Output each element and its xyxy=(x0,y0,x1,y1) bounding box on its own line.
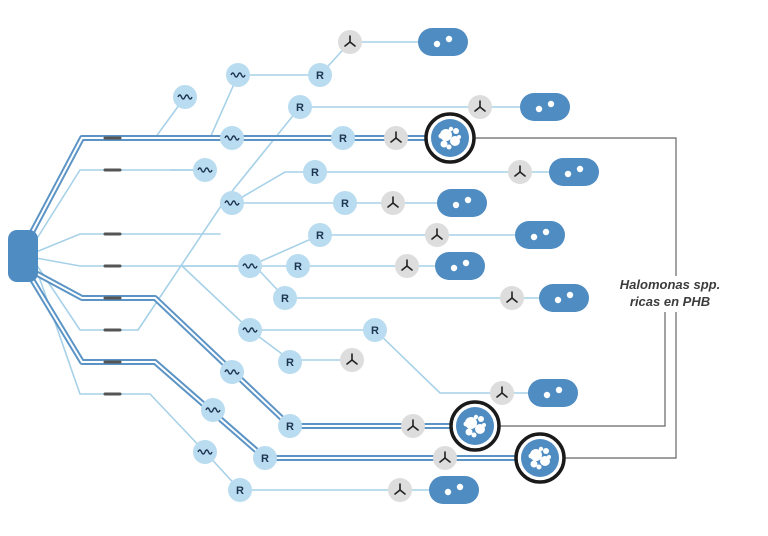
lineage-lines-highlighted xyxy=(27,135,523,461)
branch-y-icon xyxy=(508,160,532,184)
regulator-label: R xyxy=(339,133,347,145)
regulator-node: R xyxy=(308,63,332,87)
branch-markers xyxy=(103,136,122,396)
bacterium-cell-icon xyxy=(429,476,479,504)
branch-y-icon xyxy=(433,446,457,470)
branch-nodes xyxy=(338,30,532,502)
annotation-connectors xyxy=(474,137,677,459)
regulator-label: R xyxy=(371,325,379,337)
regulator-label: R xyxy=(286,421,294,433)
sine-wave-icon xyxy=(193,440,217,464)
cell-nodes xyxy=(418,28,599,504)
sine-wave-icon xyxy=(238,318,262,342)
regulator-label: R xyxy=(341,198,349,210)
regulator-label: R xyxy=(316,230,324,242)
branch-y-icon xyxy=(490,381,514,405)
regulator-node: R xyxy=(278,414,302,438)
bacterium-cell-icon xyxy=(539,284,589,312)
branch-y-icon xyxy=(401,414,425,438)
regulator-label: R xyxy=(236,485,244,497)
phb-granule-cell-icon xyxy=(424,112,476,164)
bacterium-cell-icon xyxy=(528,379,578,407)
sine-wave-icon xyxy=(220,126,244,150)
regulator-label: R xyxy=(311,167,319,179)
regulator-label: R xyxy=(296,102,304,114)
branch-y-icon xyxy=(338,30,362,54)
phb-granule-cell-icon xyxy=(514,432,566,484)
bacterium-cell-icon xyxy=(435,252,485,280)
regulator-label: R xyxy=(281,293,289,305)
sine-wave-icon xyxy=(226,63,250,87)
regulator-node: R xyxy=(363,318,387,342)
sine-wave-icon xyxy=(173,85,197,109)
regulator-node: R xyxy=(253,446,277,470)
branch-y-icon xyxy=(395,254,419,278)
annotation-line-1: Halomonas spp. xyxy=(619,277,721,292)
branch-y-icon xyxy=(340,348,364,372)
bacterium-cell-icon xyxy=(418,28,468,56)
bacterium-cell-icon xyxy=(520,93,570,121)
branch-y-icon xyxy=(500,286,524,310)
branch-y-icon xyxy=(425,223,449,247)
regulator-node: R xyxy=(286,254,310,278)
sine-wave-icon xyxy=(220,191,244,215)
sine-wave-icon xyxy=(193,158,217,182)
regulator-node: R xyxy=(331,126,355,150)
bacterium-cell-icon xyxy=(515,221,565,249)
regulator-label: R xyxy=(316,70,324,82)
regulator-node: R xyxy=(288,95,312,119)
regulator-nodes: R R R R R R R R R R R R R xyxy=(228,63,387,502)
sine-wave-icon xyxy=(201,398,225,422)
regulator-node: R xyxy=(278,350,302,374)
bacterium-cell-icon xyxy=(549,158,599,186)
regulator-label: R xyxy=(261,453,269,465)
origin-strain-node xyxy=(8,230,38,282)
branch-y-icon xyxy=(468,95,492,119)
regulator-node: R xyxy=(333,191,357,215)
bacterium-cell-icon xyxy=(437,189,487,217)
annotation-line-2: ricas en PHB xyxy=(629,294,711,309)
sine-wave-icon xyxy=(220,360,244,384)
regulator-node: R xyxy=(303,160,327,184)
regulator-label: R xyxy=(286,357,294,369)
wave-nodes xyxy=(173,63,262,464)
sine-wave-icon xyxy=(238,254,262,278)
regulator-node: R xyxy=(273,286,297,310)
phb-rich-cell-nodes xyxy=(424,112,566,484)
branch-y-icon xyxy=(388,478,412,502)
phb-annotation-label: Halomonas spp. ricas en PHB xyxy=(610,276,730,310)
phb-granule-cell-icon xyxy=(449,400,501,452)
branch-y-icon xyxy=(384,126,408,150)
branch-y-icon xyxy=(381,191,405,215)
regulator-label: R xyxy=(294,261,302,273)
regulator-node: R xyxy=(228,478,252,502)
regulator-node: R xyxy=(308,223,332,247)
